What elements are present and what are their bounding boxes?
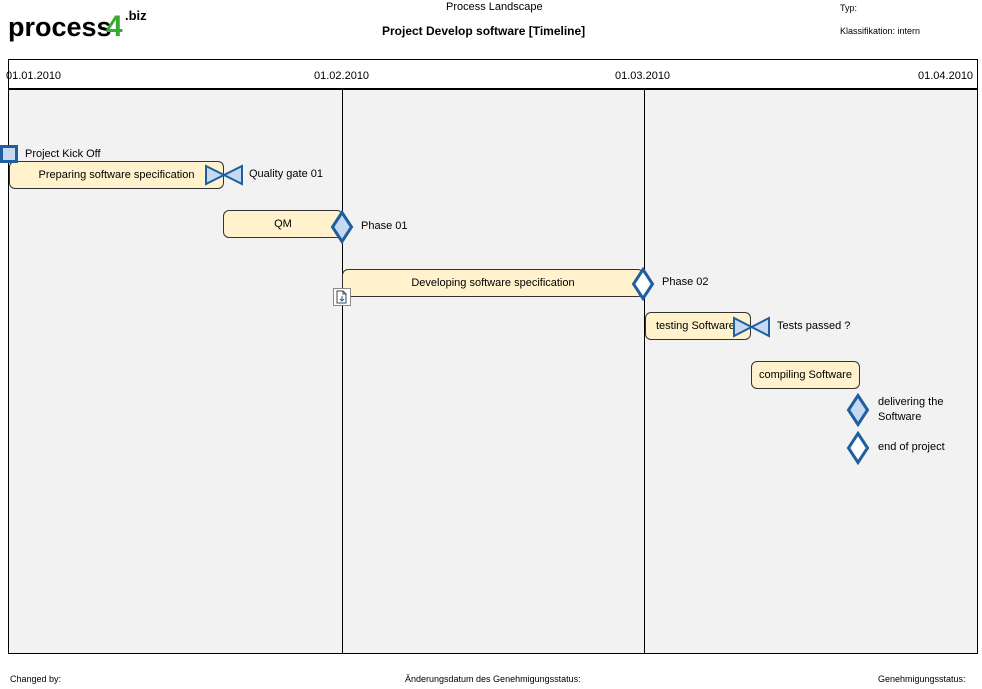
footer-changed-by: Changed by: [10, 674, 62, 684]
klassifikation-label: Klassifikation: intern [840, 26, 921, 36]
date-label-feb: 01.02.2010 [314, 70, 370, 82]
date-label-apr: 01.04.2010 [918, 70, 974, 82]
date-axis [9, 60, 977, 90]
svg-text:4: 4 [106, 10, 123, 43]
milestone-quality-gate-label: Quality gate 01 [249, 168, 323, 180]
phase01-diamond-icon[interactable] [330, 209, 354, 245]
delivering-diamond-icon[interactable] [846, 392, 870, 428]
end-of-project-diamond-icon[interactable] [846, 430, 870, 466]
typ-label: Typ: [840, 3, 858, 13]
footer-genehmigungsstatus: Genehmigungsstatus: [878, 674, 966, 684]
task-compiling-software[interactable]: compiling Software [751, 361, 860, 389]
milestone-tests-passed-label: Tests passed ? [777, 320, 851, 332]
svg-text:process: process [8, 12, 112, 42]
document-link-icon[interactable] [333, 288, 351, 306]
footer-aenderungsdatum: Änderungsdatum des Genehmigungsstatus: [405, 674, 581, 684]
month-divider-feb [342, 88, 343, 654]
task-preparing-spec[interactable]: Preparing software specification [9, 161, 224, 189]
date-label-jan: 01.01.2010 [6, 70, 62, 82]
tests-passed-bowtie-icon[interactable] [733, 316, 770, 338]
milestone-kickoff-label: Project Kick Off [25, 148, 101, 160]
milestone-phase01-label: Phase 01 [361, 220, 408, 232]
task-qm[interactable]: QM [223, 210, 343, 238]
milestone-end-label: end of project [878, 441, 945, 453]
milestone-phase02-label: Phase 02 [662, 276, 709, 288]
header-subtitle: Process Landscape [446, 1, 543, 13]
milestone-delivering-label: delivering the Software [878, 396, 944, 423]
date-label-mar: 01.03.2010 [615, 70, 671, 82]
milestone-square-icon[interactable] [0, 145, 18, 163]
phase02-diamond-icon[interactable] [631, 266, 655, 302]
task-developing-spec[interactable]: Developing software specification [342, 269, 644, 297]
page-title: Project Develop software [Timeline] [382, 24, 586, 38]
month-divider-mar [644, 88, 645, 654]
process4biz-logo: process 4 .biz [8, 4, 158, 44]
timeline-canvas [8, 59, 978, 654]
svg-text:.biz: .biz [125, 8, 147, 23]
quality-gate-bowtie-icon[interactable] [205, 164, 243, 186]
